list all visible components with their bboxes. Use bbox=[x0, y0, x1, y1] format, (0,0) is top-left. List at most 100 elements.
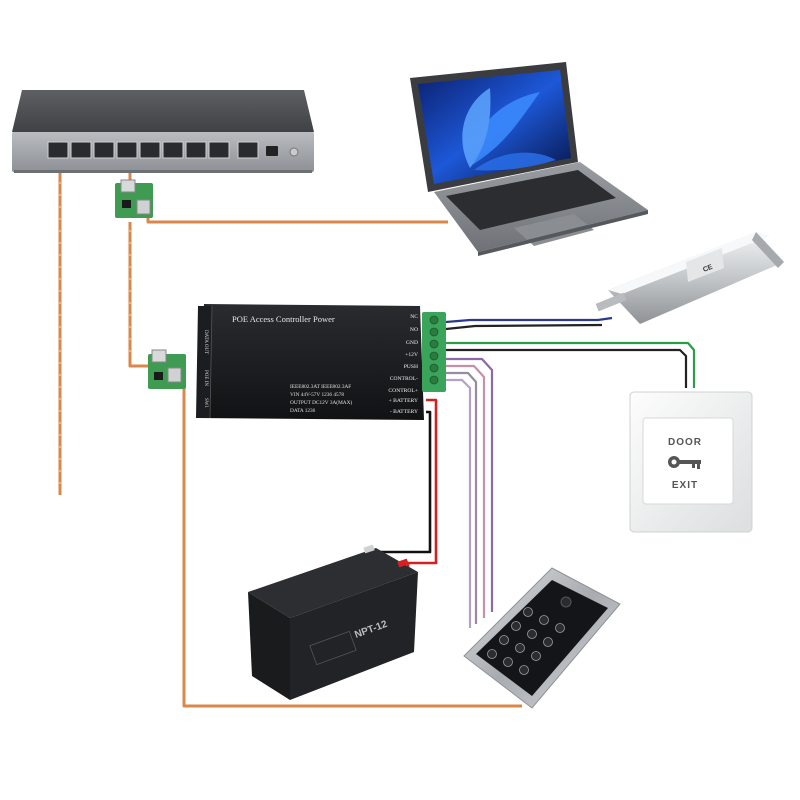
terminal-label: + BATTERY bbox=[389, 398, 418, 404]
controller-divider bbox=[209, 305, 213, 419]
electric-bolt-lock-icon: CE bbox=[595, 232, 784, 324]
wire-green-exit bbox=[446, 341, 696, 388]
keypad-key bbox=[543, 637, 553, 647]
battery-side bbox=[290, 572, 418, 700]
wire-pink-keypad bbox=[446, 364, 486, 618]
poe-adapter-icon bbox=[115, 179, 153, 218]
battery-terminal-neg bbox=[363, 544, 375, 554]
terminal-screw bbox=[429, 351, 439, 361]
adapter2-port-side bbox=[167, 367, 182, 383]
keypad-key bbox=[539, 615, 549, 625]
keypad-key bbox=[555, 623, 565, 633]
switch-uplink-port bbox=[237, 141, 259, 159]
lock-ce-mark: CE bbox=[702, 264, 714, 274]
terminal-screw bbox=[429, 363, 439, 373]
terminal-label: GND bbox=[406, 340, 418, 346]
battery-icon: NPT-12 bbox=[248, 544, 418, 700]
keypad-key bbox=[487, 649, 497, 659]
cable-adapter1-to-adapter2 bbox=[128, 222, 150, 368]
terminal-label: PUSH bbox=[404, 364, 418, 370]
poe-access-controller: POE Access Controller Power DATA OUT POE… bbox=[196, 304, 446, 420]
adapter1-port-side bbox=[136, 199, 151, 215]
wallpaper-petal bbox=[462, 88, 491, 168]
wire-lilac-keypad bbox=[446, 378, 472, 628]
cable-highlights bbox=[59, 170, 131, 490]
terminal-label: NO bbox=[410, 327, 418, 333]
windows-wallpaper-bloom bbox=[462, 88, 556, 171]
switch-port bbox=[162, 141, 184, 159]
controller-spec-line4: DATA 1236 bbox=[290, 408, 316, 414]
keypad-icon bbox=[463, 567, 621, 709]
keypad-face bbox=[476, 580, 608, 696]
controller-spec-line3: OUTPUT DC12V 3A(MAX) bbox=[290, 399, 352, 406]
controller-spec-line1: IEEE802.3AT IEEE802.3AF bbox=[290, 384, 351, 390]
switch-power-button bbox=[289, 147, 299, 157]
exit-button-label-bottom: EXIT bbox=[672, 480, 698, 491]
battery-label-panel bbox=[309, 630, 357, 666]
switch-base bbox=[14, 170, 312, 173]
key-icon bbox=[668, 456, 701, 469]
keypad-key bbox=[503, 657, 513, 667]
keypad-key bbox=[527, 629, 537, 639]
exit-button-label-top: DOOR bbox=[668, 437, 702, 448]
wire-red-battery bbox=[406, 398, 438, 570]
switch-port bbox=[139, 141, 161, 159]
terminal-block bbox=[422, 312, 446, 392]
keypad-key bbox=[519, 665, 529, 675]
switch-port bbox=[93, 141, 115, 159]
terminal-screw bbox=[429, 375, 439, 385]
controller-side-label-sw: SW1 bbox=[203, 398, 208, 409]
controller-spec-line2: VIN 44V-57V 1236 4578 bbox=[290, 392, 344, 398]
keypad-keys bbox=[487, 607, 565, 675]
wire-black-exit bbox=[446, 348, 688, 388]
adapter2-port-top bbox=[151, 349, 167, 363]
cable-adapter2-to-keypad bbox=[182, 383, 522, 708]
terminal-screws bbox=[429, 315, 439, 385]
switch-top bbox=[12, 90, 314, 132]
terminal-label: - BATTERY bbox=[390, 409, 418, 415]
wallpaper-petal bbox=[471, 92, 540, 165]
adapter2-chip bbox=[154, 372, 163, 380]
network-switch-icon bbox=[12, 90, 314, 173]
poe-adapter-2-icon bbox=[148, 349, 186, 389]
switch-port bbox=[185, 141, 207, 159]
key-tooth bbox=[692, 464, 695, 468]
battery-terminal-pos bbox=[397, 558, 409, 568]
battery-top bbox=[248, 548, 418, 618]
laptop-icon bbox=[410, 62, 648, 256]
wire-black-battery bbox=[370, 410, 432, 554]
wire-purple-keypad bbox=[446, 357, 494, 612]
control-wires bbox=[370, 316, 696, 628]
exit-button-icon: DOOR EXIT bbox=[629, 391, 753, 533]
keypad-key bbox=[523, 607, 533, 617]
switch-power-jack bbox=[266, 146, 278, 156]
wire-black-lock bbox=[445, 323, 603, 331]
switch-port bbox=[208, 141, 230, 159]
laptop-touchpad bbox=[514, 214, 594, 246]
switch-port bbox=[47, 141, 69, 159]
adapter1-chip bbox=[122, 200, 131, 208]
keypad-key bbox=[511, 621, 521, 631]
terminal-labels: NC NO GND +12V PUSH CONTROL- CONTROL+ + … bbox=[388, 314, 418, 415]
terminal-label: CONTROL- bbox=[390, 376, 418, 382]
key-blade bbox=[679, 460, 701, 464]
wire-grey-keypad bbox=[446, 371, 478, 624]
laptop-keyboard bbox=[446, 170, 616, 230]
switch-port bbox=[116, 141, 138, 159]
terminal-screw bbox=[429, 315, 439, 325]
key-tooth bbox=[697, 464, 700, 469]
terminal-label: NC bbox=[410, 314, 418, 320]
lock-end-cap bbox=[752, 232, 784, 268]
keypad-key bbox=[515, 643, 525, 653]
controller-body bbox=[198, 304, 424, 420]
wallpaper-petal bbox=[474, 152, 556, 171]
key-bow-hole bbox=[671, 459, 677, 465]
switch-port bbox=[70, 141, 92, 159]
terminal-screw bbox=[429, 327, 439, 337]
laptop-front-edge bbox=[478, 210, 648, 256]
terminal-label: +12V bbox=[405, 352, 418, 358]
controller-left-face bbox=[196, 306, 212, 418]
lock-mount-plate bbox=[686, 248, 724, 282]
